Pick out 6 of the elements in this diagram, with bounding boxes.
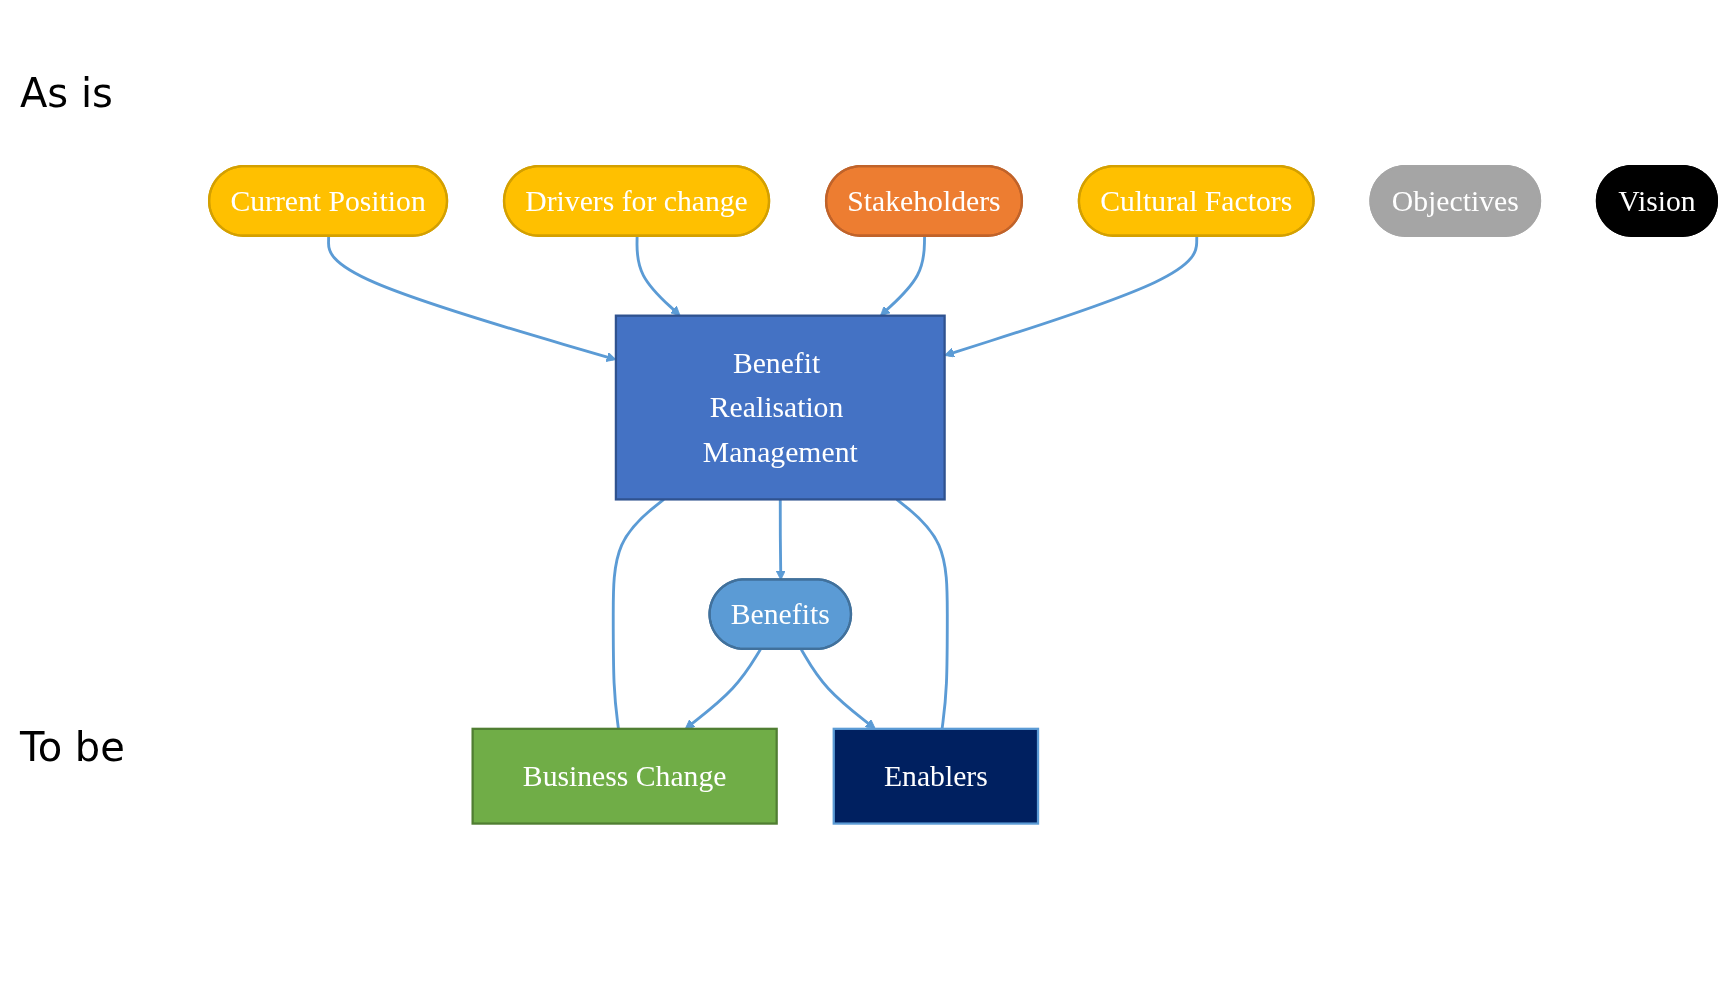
stage-label: As is: [20, 70, 114, 116]
node-box: Enablers: [832, 727, 1040, 825]
arrow: [944, 236, 1199, 358]
node-box: Benefit Realisation Management: [614, 314, 946, 501]
stage-label: To be: [20, 724, 126, 770]
node-box: Business Change: [471, 727, 778, 825]
